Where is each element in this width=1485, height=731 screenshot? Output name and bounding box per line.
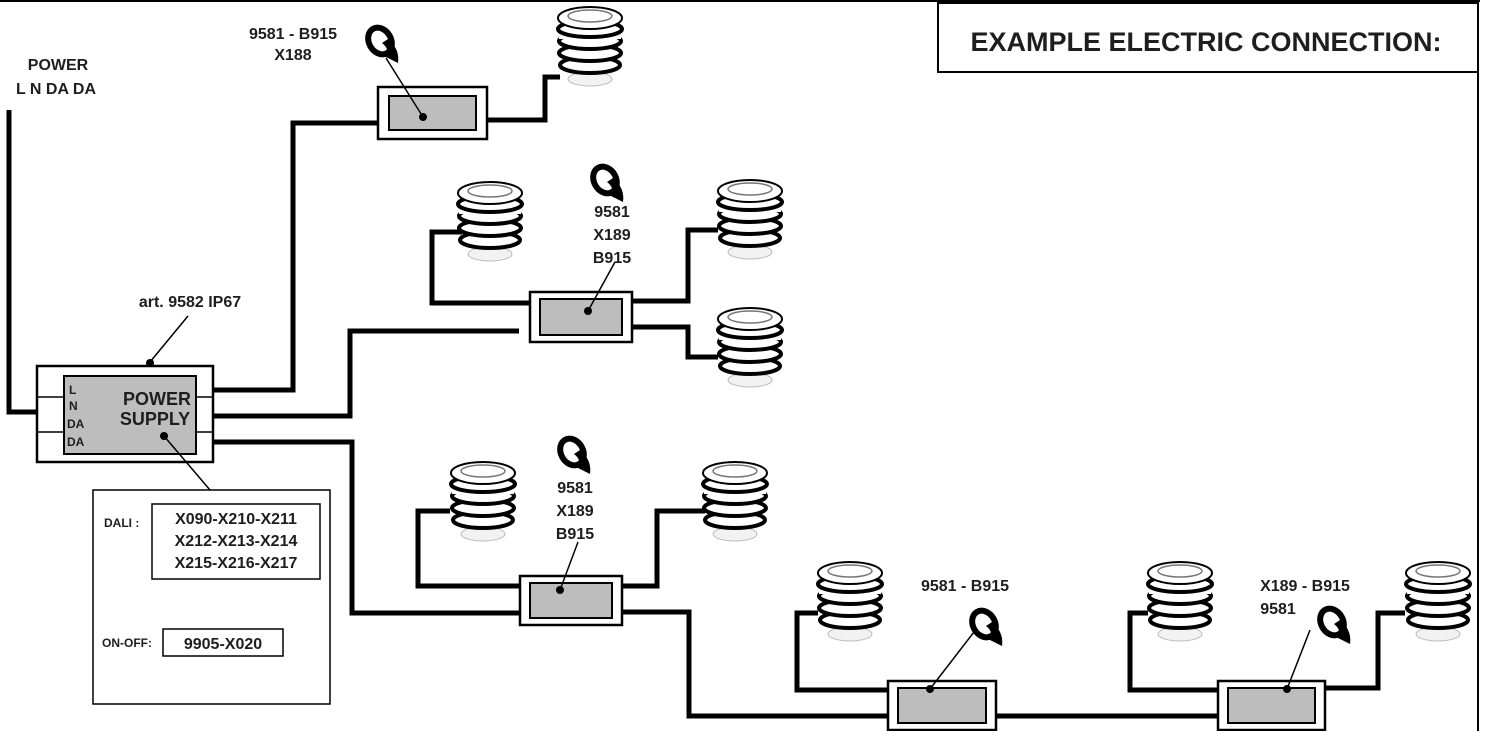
title-box (937, 2, 1479, 73)
lamp-3 (716, 178, 784, 261)
power-input-terminals: L N DA DA (16, 81, 96, 98)
lamp-wire-4 (794, 610, 888, 693)
onoff-code-box (162, 628, 284, 657)
lamp-wire-3a (415, 508, 520, 589)
tape-icon-2 (588, 162, 623, 202)
dali-codes-box (151, 503, 321, 580)
tape-icon-1 (363, 23, 398, 63)
lamp-2 (456, 180, 524, 263)
dali-code-1: X090-X210-X211 (175, 511, 297, 528)
power-input-label: POWER (28, 57, 89, 74)
lamp-4 (716, 306, 784, 389)
tape-icon-4 (967, 606, 1002, 646)
feeder-wire-2 (213, 328, 519, 419)
onoff-code: 9905-X020 (184, 636, 262, 653)
connector-3-line1: 9581 (557, 480, 593, 497)
lamp-5 (449, 460, 517, 543)
lamp-wire-5b (1326, 610, 1405, 691)
power-supply-article: art. 9582 IP67 (139, 294, 241, 311)
lamp-7 (816, 560, 884, 643)
connector-3-line3: B915 (556, 526, 594, 543)
power-supply-line2: SUPPLY (120, 409, 190, 429)
connector-2-line3: B915 (593, 250, 631, 267)
terminal-l: L (69, 383, 76, 397)
dali-code-3: X215-X216-X217 (175, 555, 298, 572)
trunk-wire-3 (623, 609, 888, 719)
feeder-wire-1 (213, 120, 380, 393)
input-cable (6, 110, 38, 415)
lamp-1 (556, 5, 624, 88)
lamp-9 (1404, 560, 1472, 643)
tape-icon-5 (1315, 604, 1350, 644)
connector-5-line1: X189 - B915 (1260, 578, 1350, 595)
connector-5-line2: 9581 (1260, 601, 1296, 618)
tape-icon-3 (555, 434, 590, 474)
power-supply-line1: POWER (123, 389, 191, 409)
connector-3-line2: X189 (556, 503, 593, 520)
connector-2-line2: X189 (593, 227, 630, 244)
terminal-da-2: DA (67, 435, 85, 449)
diagram-title: EXAMPLE ELECTRIC CONNECTION: (970, 27, 1441, 57)
lamp-wire-2b (633, 227, 718, 304)
lamp-wire-3b (623, 508, 705, 589)
feeder-wire-3 (213, 439, 519, 616)
lamp-wire-2a (429, 229, 530, 306)
dali-code-2: X212-X213-X214 (175, 533, 298, 550)
lamp-6 (701, 460, 769, 543)
lamp-wire-5a (1127, 610, 1218, 693)
connector-1-line2: X188 (274, 47, 311, 64)
lamp-wire-2c (633, 324, 718, 360)
connector-2-line1: 9581 (594, 204, 630, 221)
lamp-wire-1 (488, 74, 560, 123)
connector-4-line1: 9581 - B915 (921, 578, 1009, 595)
terminal-da-1: DA (67, 417, 85, 431)
connector-1-line1: 9581 - B915 (249, 26, 337, 43)
terminal-n: N (69, 399, 78, 413)
lamp-8 (1146, 560, 1214, 643)
power-supply-body (63, 375, 197, 455)
onoff-label: ON-OFF: (102, 636, 152, 650)
dali-label: DALI : (104, 516, 139, 530)
